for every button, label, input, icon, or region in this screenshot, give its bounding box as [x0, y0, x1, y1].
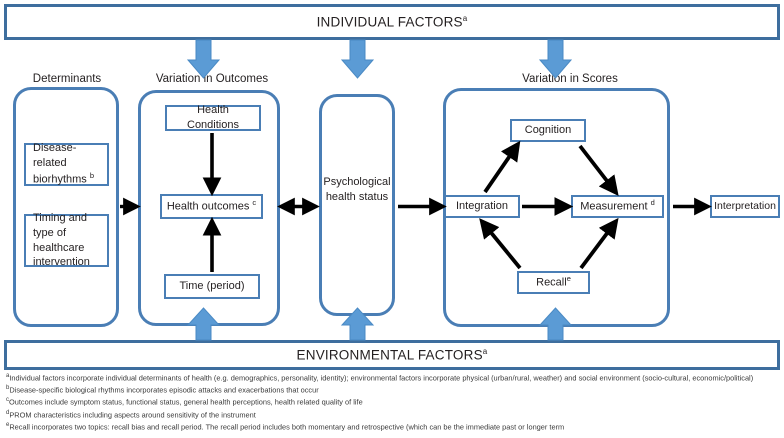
footnote-c-marker: c	[6, 397, 9, 404]
node-cognition: Cognition	[510, 119, 586, 142]
footnote-d: dPROM characteristics including aspects …	[6, 409, 256, 420]
footnotes-block: aIndividual factors incorporate individu…	[6, 372, 778, 433]
footnote-marker-e: e	[566, 274, 571, 284]
environmental-factors-banner: ENVIRONMENTAL FACTORSa	[4, 340, 780, 370]
node-disease-related-biorhythms: Disease-related biorhythms b	[24, 142, 109, 186]
footnote-marker-c: c	[252, 198, 257, 208]
block-arrow-down-psychological	[340, 39, 375, 79]
individual-factors-label: INDIVIDUAL FACTORSa	[316, 14, 468, 30]
footnote-b: bDisease-specific biological rhythms inc…	[6, 385, 319, 395]
footnote-d-marker: d	[6, 409, 10, 416]
footnote-b-marker: b	[6, 385, 10, 392]
footnote-marker-b: b	[89, 171, 95, 181]
footnote-marker-d: d	[650, 198, 655, 208]
node-time-period: Time (period)	[164, 274, 260, 299]
footnote-a-marker: a	[6, 373, 10, 379]
environmental-factors-label: ENVIRONMENTAL FACTORSa	[296, 347, 488, 363]
footnote-e: eRecall incorporates two topics: recall …	[6, 421, 565, 432]
node-health-conditions: Health Conditions	[165, 104, 261, 131]
node-psychological-health-status: Psychological health status	[323, 176, 391, 204]
footnote-marker-a-bottom: a	[482, 347, 488, 357]
variation-in-outcomes-title: Variation in Outcomes	[155, 73, 269, 85]
footnote-a: aIndividual factors incorporate individu…	[6, 373, 754, 383]
node-health-outcomes: Health outcomes c	[160, 194, 263, 219]
variation-in-scores-title: Variation in Scores	[522, 73, 618, 85]
node-interpretation: Interpretation	[710, 195, 780, 218]
individual-factors-banner: INDIVIDUAL FACTORSa	[4, 4, 780, 40]
footnote-e-marker: e	[6, 421, 10, 428]
node-timing-and-type-of-healthcare-intervention: Timing and type of healthcare interventi…	[24, 212, 109, 268]
footnote-c: cOutcomes include symptom status, functi…	[6, 397, 363, 407]
node-measurement: Measurement d	[571, 195, 664, 218]
node-integration: Integration	[444, 195, 520, 218]
footnote-marker-a: a	[462, 14, 468, 24]
node-recall: Recalle	[517, 271, 590, 294]
determinants-group	[13, 87, 119, 327]
determinants-title: Determinants	[32, 73, 102, 85]
